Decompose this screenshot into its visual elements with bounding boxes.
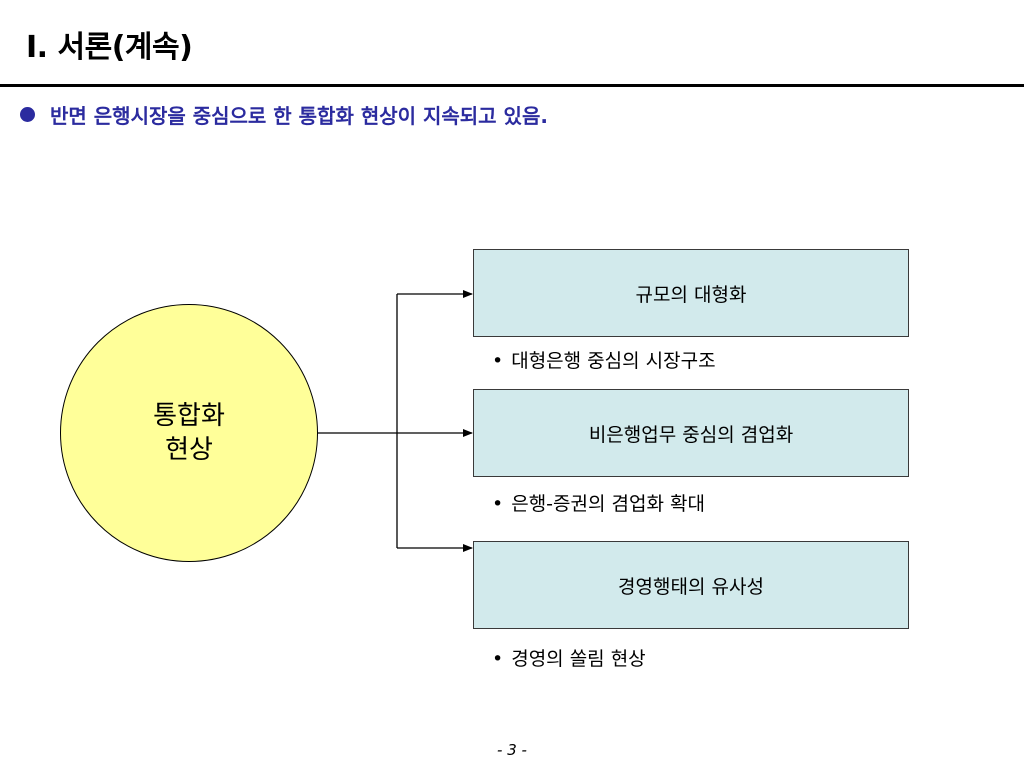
slide-title: Ⅰ. 서론(계속) <box>26 30 193 65</box>
sub-bullet-text: 경영의 쏠림 현상 <box>511 648 646 670</box>
sub-bullet-dot: • <box>492 350 504 372</box>
sub-bullet-text: 은행-증권의 겸업화 확대 <box>511 493 705 515</box>
sub-bullet-dot: • <box>492 648 504 670</box>
sub-bullet-diversification: • 은행-증권의 겸업화 확대 <box>492 489 705 516</box>
bullet-dot-icon <box>20 107 35 122</box>
sub-bullet-similarity: • 경영의 쏠림 현상 <box>492 644 646 671</box>
page-number: - 3 - <box>497 741 527 759</box>
center-node-label-line2: 현상 <box>165 435 213 465</box>
sub-bullet-text: 대형은행 중심의 시장구조 <box>511 350 716 372</box>
title-divider <box>0 84 1024 87</box>
sub-bullet-scale: • 대형은행 중심의 시장구조 <box>492 346 716 373</box>
main-bullet: 반면 은행시장을 중심으로 한 통합화 현상이 지속되고 있음. <box>20 100 548 129</box>
box-similarity: 경영행태의 유사성 <box>473 541 909 629</box>
box-diversification: 비은행업무 중심의 겸업화 <box>473 389 909 477</box>
center-node-label-line1: 통합화 <box>153 401 225 431</box>
sub-bullet-dot: • <box>492 493 504 515</box>
box-scale: 규모의 대형화 <box>473 249 909 337</box>
center-node-circle: 통합화 현상 <box>60 304 318 562</box>
main-bullet-text: 반면 은행시장을 중심으로 한 통합화 현상이 지속되고 있음. <box>50 104 548 128</box>
